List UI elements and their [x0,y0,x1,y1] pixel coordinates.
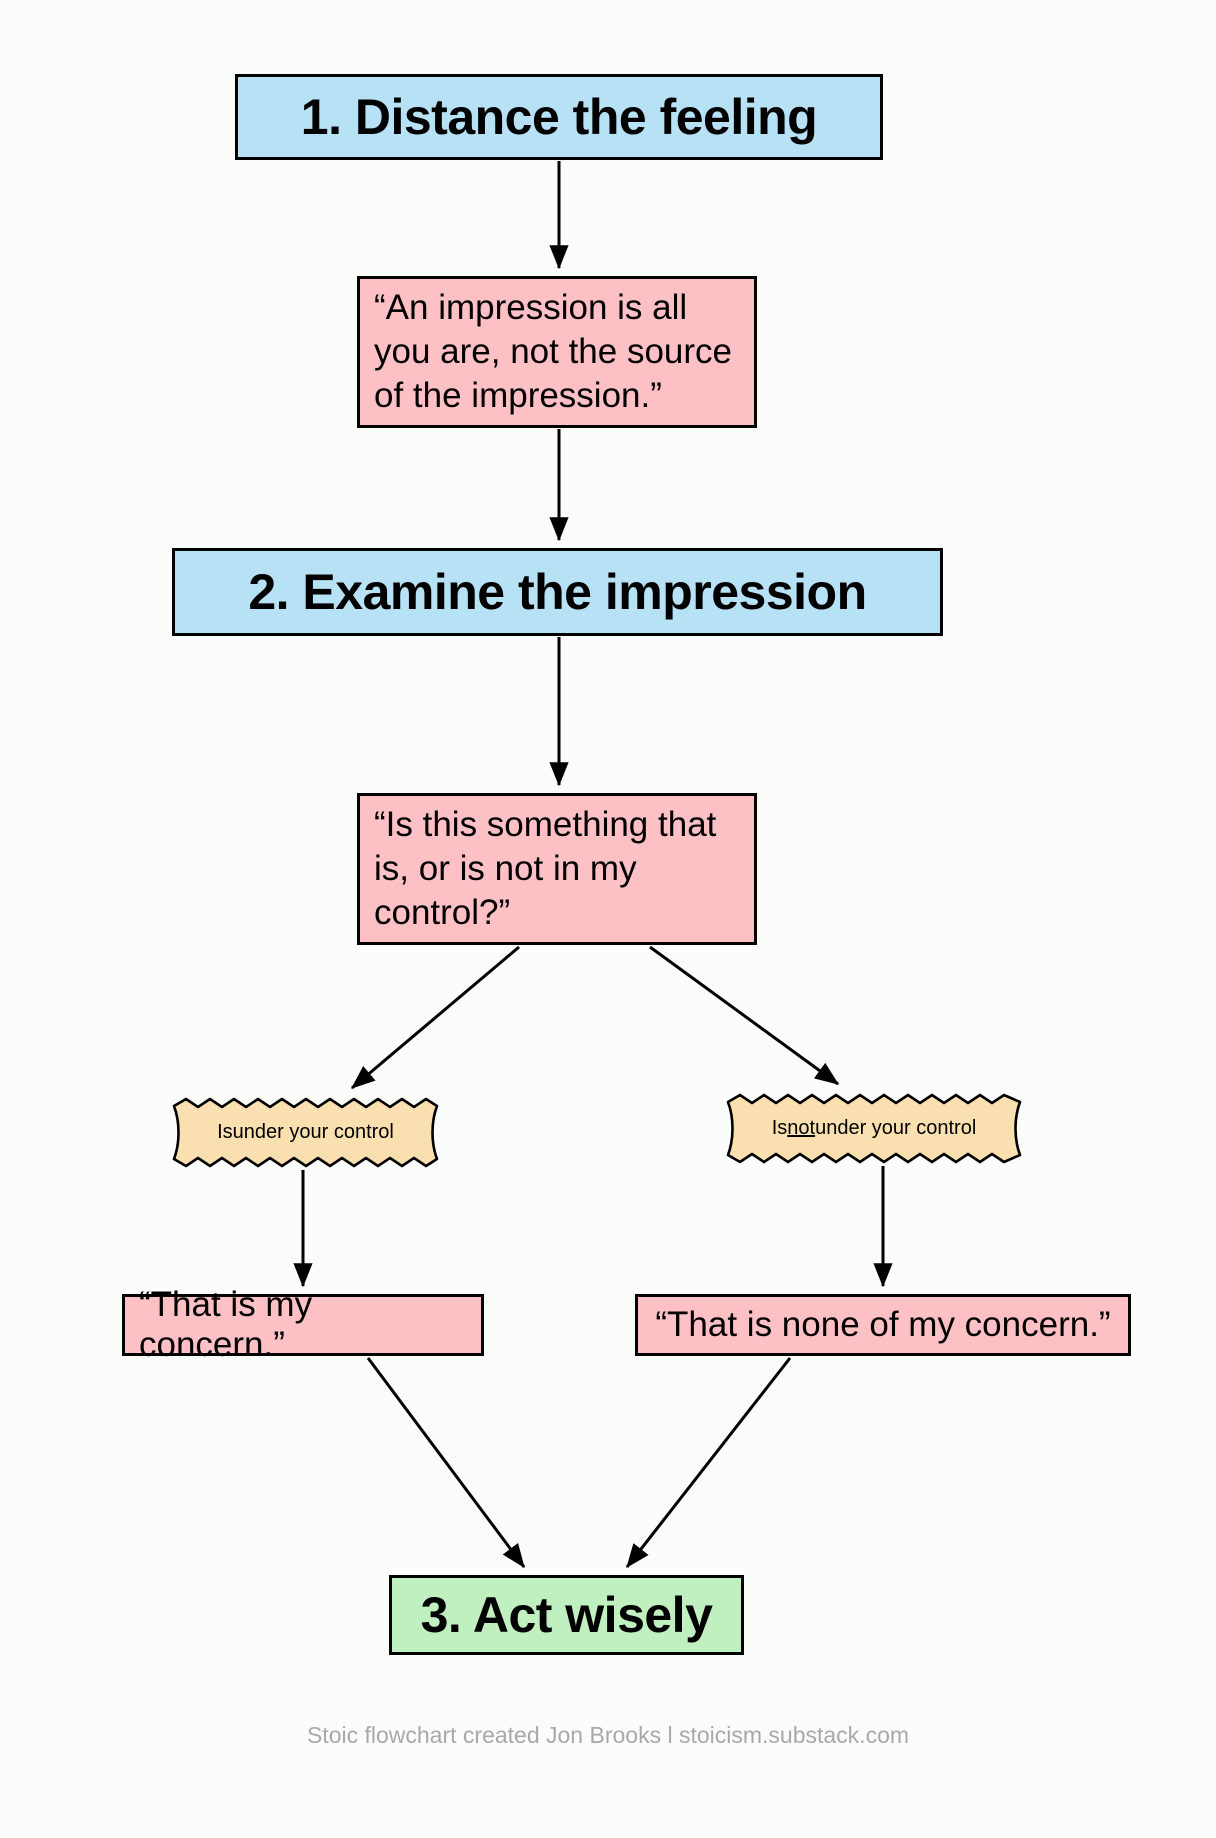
tag-left-text-before: Is [217,1121,233,1143]
tag-right-text-before: Is [771,1117,788,1139]
node-quote-impression[interactable]: “An impression is all you are, not the s… [357,276,757,428]
node-step-3-act-wisely[interactable]: 3. Act wisely [389,1575,744,1655]
node-question-in-my-control[interactable]: “Is this something that is, or is not in… [357,793,757,945]
edge-quote2-tagleft [351,945,520,1090]
torn-tag-shape-left [172,1097,439,1168]
credit-footer: Stoic flowchart created Jon Brooks l sto… [306,1722,910,1748]
tag-right-text-after: under your control [815,1117,977,1139]
tag-left-text-after: under your control [232,1121,394,1143]
edge-outcomeright-step3 [625,1357,792,1568]
node-outcome-none-of-my-concern[interactable]: “That is none of my concern.” [635,1294,1131,1356]
torn-tag-shape-right [726,1093,1022,1164]
edge-quote2-tagright [649,945,839,1086]
tag-right-text-emphasis: not [787,1117,816,1139]
tag-right-label: Is not under your control [722,1092,1026,1165]
node-step-1-distance-the-feeling[interactable]: 1. Distance the feeling [235,74,883,160]
node-outcome-my-concern[interactable]: “That is my concern.” [122,1285,484,1364]
node-step-2-examine-the-impression[interactable]: 2. Examine the impression [172,548,943,636]
tag-is-under-your-control[interactable]: Is under your control [168,1096,443,1169]
edge-outcomeleft-step3 [366,1357,526,1568]
tag-left-label: Is under your control [168,1096,443,1169]
tag-is-not-under-your-control[interactable]: Is not under your control [722,1092,1026,1165]
